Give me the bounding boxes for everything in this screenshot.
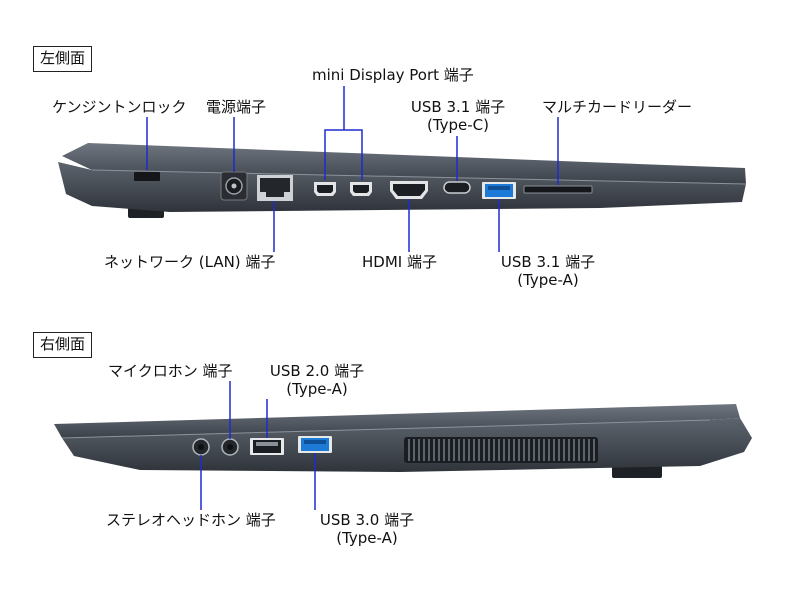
- label-headphone: ステレオヘッドホン 端子: [106, 511, 276, 529]
- vent-slat: [533, 439, 535, 461]
- label-usb-c-line1: USB 3.1 端子: [410, 98, 506, 116]
- vent-slat: [518, 439, 520, 461]
- vent-slat: [423, 439, 425, 461]
- vent-slat: [578, 439, 580, 461]
- vent-slat: [563, 439, 565, 461]
- vent-slat: [433, 439, 435, 461]
- label-usb-a-left-line2: (Type-A): [517, 271, 579, 289]
- vent-slat: [543, 439, 545, 461]
- vent-slat: [513, 439, 515, 461]
- vent-slat: [478, 439, 480, 461]
- vent-slat: [448, 439, 450, 461]
- vent-slat: [508, 439, 510, 461]
- label-card-reader: マルチカードリーダー: [542, 98, 693, 116]
- vent-slat: [453, 439, 455, 461]
- vent-slat: [428, 439, 430, 461]
- label-usb-a-left-line1: USB 3.1 端子: [500, 253, 596, 271]
- vent-slat: [473, 439, 475, 461]
- vent-slat: [503, 439, 505, 461]
- label-usb-c-line2: (Type-C): [426, 116, 490, 134]
- label-usb30-line2: (Type-A): [336, 529, 398, 547]
- label-usb20-line2: (Type-A): [286, 380, 348, 398]
- vent-slat: [493, 439, 495, 461]
- vent-slat: [488, 439, 490, 461]
- label-power-port: 電源端子: [206, 98, 267, 116]
- label-usb30-line1: USB 3.0 端子: [319, 511, 415, 529]
- right-side-title: 右側面: [33, 332, 93, 358]
- vent-slat: [438, 439, 440, 461]
- left-lid: [62, 143, 746, 184]
- left-side-laptop: [58, 143, 747, 218]
- vent-slat: [418, 439, 420, 461]
- air-vent: [404, 437, 598, 463]
- vent-slat: [483, 439, 485, 461]
- usb-c-port: [443, 181, 471, 194]
- right-lid: [54, 404, 740, 438]
- vent-slat: [588, 439, 590, 461]
- vent-slat: [468, 439, 470, 461]
- vent-slat: [573, 439, 575, 461]
- label-mini-displayport: mini Display Port 端子: [312, 66, 474, 84]
- vent-slat: [558, 439, 560, 461]
- label-microphone: マイクロホン 端子: [108, 362, 233, 380]
- vent-slat: [498, 439, 500, 461]
- right-side-laptop: [54, 404, 752, 478]
- vent-slat: [538, 439, 540, 461]
- vent-slat: [413, 439, 415, 461]
- card-reader-slot: [523, 185, 593, 194]
- leader-lines: [146, 86, 559, 510]
- left-side-title: 左側面: [33, 46, 93, 72]
- vent-slat: [443, 439, 445, 461]
- vent-slat: [583, 439, 585, 461]
- label-lan-port: ネットワーク (LAN) 端子: [104, 253, 276, 271]
- kensington-lock-slot: [134, 172, 160, 181]
- vent-slat: [408, 439, 410, 461]
- vent-slat: [528, 439, 530, 461]
- label-usb20-line1: USB 2.0 端子: [269, 362, 365, 380]
- vent-slat: [593, 439, 595, 461]
- vent-slat: [458, 439, 460, 461]
- label-hdmi-port: HDMI 端子: [362, 253, 437, 271]
- vent-slat: [463, 439, 465, 461]
- vent-slat: [553, 439, 555, 461]
- vent-slat: [548, 439, 550, 461]
- vent-slat: [523, 439, 525, 461]
- label-kensington-lock: ケンジントンロック: [52, 98, 187, 116]
- vent-slat: [568, 439, 570, 461]
